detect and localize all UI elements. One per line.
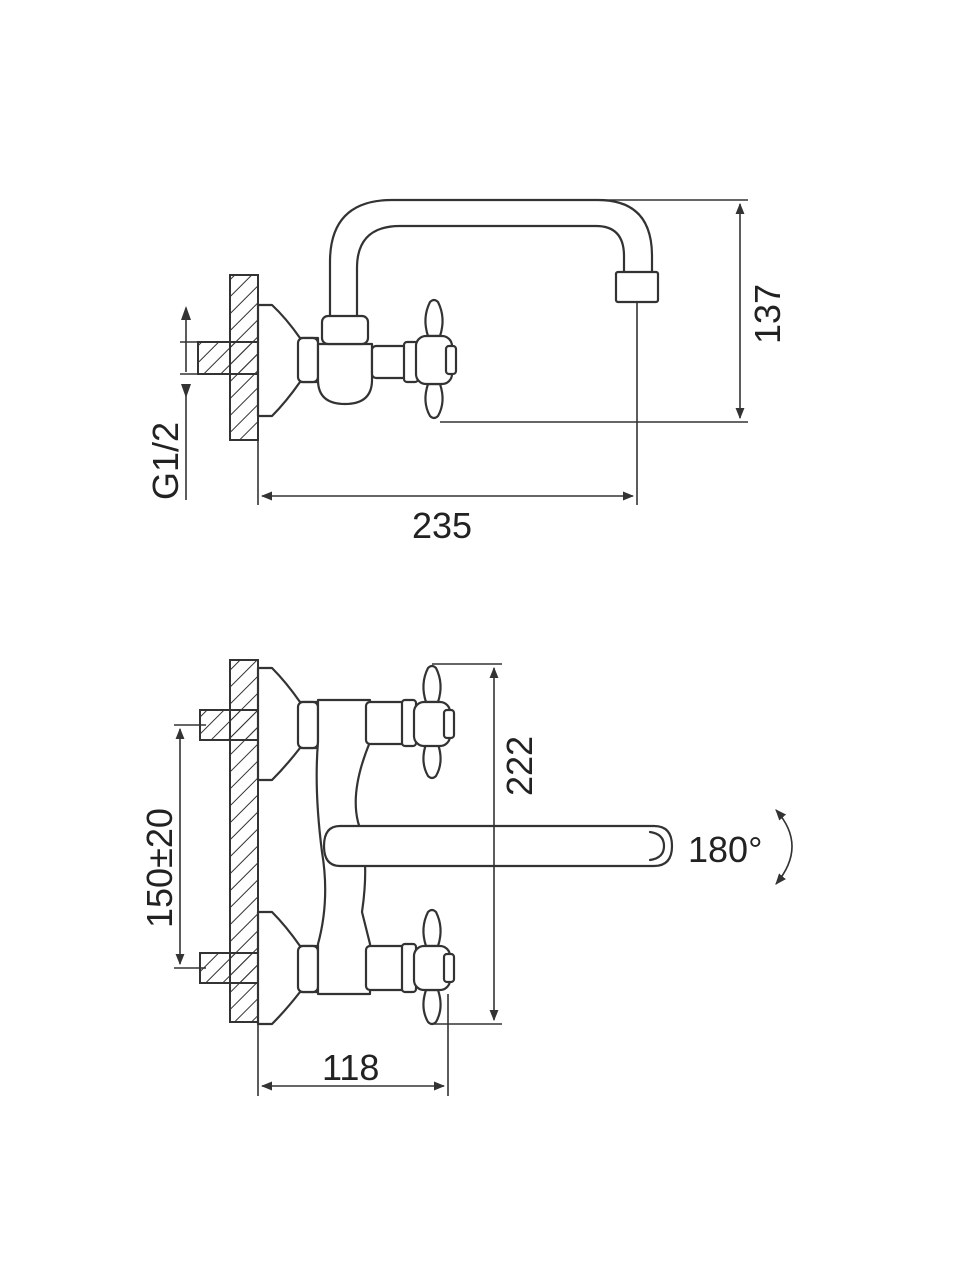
spout-front — [322, 824, 674, 868]
cross-handle-lower — [412, 908, 456, 1026]
spacing-dim-150: 150±20 — [139, 808, 180, 928]
aerator-side — [614, 270, 660, 304]
front-view: 150±20 222 118 180° — [139, 659, 793, 1096]
rotation-arrow-icon — [775, 809, 793, 885]
valve-body-side — [316, 342, 374, 406]
inlet-pipe-upper — [199, 709, 261, 741]
rotation-label: 180° — [688, 829, 762, 870]
cross-handle-side — [414, 298, 458, 420]
inlet-pipe-lower — [199, 952, 261, 984]
spout-collar-side — [320, 314, 370, 346]
side-view: G1/2 137 235 — [145, 198, 788, 546]
inlet-pipe-side — [197, 341, 261, 375]
height-dim-137: 137 — [747, 284, 788, 344]
length-dim-235: 235 — [412, 505, 472, 546]
height-dim-222: 222 — [499, 736, 540, 796]
spout-side — [328, 198, 654, 318]
thread-size-label: G1/2 — [145, 422, 186, 500]
cross-handle-upper — [412, 664, 456, 780]
depth-dim-118: 118 — [322, 1047, 379, 1088]
